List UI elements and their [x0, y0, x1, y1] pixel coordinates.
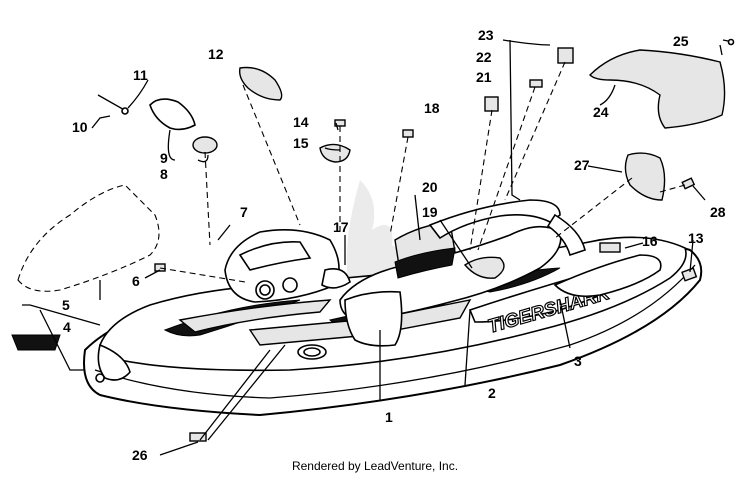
callout-12: 12 [208, 46, 224, 62]
callout-2: 2 [488, 385, 496, 401]
callout-14: 14 [293, 114, 309, 130]
part-23-decal [557, 47, 574, 64]
leader-lines [22, 39, 723, 456]
callout-18: 18 [424, 100, 440, 116]
watermark-logo [346, 180, 404, 290]
callout-15: 15 [293, 135, 309, 151]
callout-17: 17 [333, 219, 349, 235]
callout-9: 9 [160, 150, 168, 166]
part-26-decal [189, 432, 207, 442]
callout-11: 11 [133, 67, 148, 83]
part-28-decal [681, 177, 696, 190]
callout-labels: 1 2 3 4 5 6 7 8 9 10 11 12 13 14 15 16 1… [62, 27, 726, 463]
part-13-decal [681, 267, 698, 282]
part-15-decal [319, 143, 351, 163]
callout-16: 16 [642, 233, 658, 249]
callout-28: 28 [710, 204, 726, 220]
callout-26: 26 [132, 447, 148, 463]
callout-25: 25 [673, 33, 689, 49]
callout-27: 27 [574, 157, 590, 173]
part-24-rear-cover [589, 49, 726, 129]
part-18-decal [402, 129, 414, 138]
callout-13: 13 [688, 230, 704, 246]
callout-21: 21 [476, 69, 492, 85]
callout-20: 20 [422, 179, 438, 195]
callout-3: 3 [574, 353, 582, 369]
callout-19: 19 [422, 204, 438, 220]
handlebar-cowl [224, 228, 351, 303]
part-27-deflector [624, 152, 666, 201]
seat-assembly [339, 199, 662, 347]
part-22-decal [529, 79, 543, 88]
callout-23: 23 [478, 27, 494, 43]
callout-5: 5 [62, 297, 70, 313]
callout-7: 7 [240, 204, 248, 220]
part-4-emblem [11, 334, 61, 351]
callout-6: 6 [132, 273, 140, 289]
part-8-mirror-base [192, 136, 218, 154]
footer-credit: Rendered by LeadVenture, Inc. [292, 459, 458, 473]
part-16-decal [599, 242, 621, 253]
part-12-decal [238, 66, 283, 101]
callout-10: 10 [72, 119, 88, 135]
callout-1: 1 [385, 409, 393, 425]
part-5-windshield [17, 184, 160, 292]
part-6-decal [154, 263, 166, 272]
callout-24: 24 [593, 104, 609, 120]
part-9-mirror [149, 98, 196, 131]
callout-22: 22 [476, 49, 492, 65]
callout-4: 4 [63, 319, 71, 335]
callout-8: 8 [160, 166, 168, 182]
part-21-decal [484, 96, 499, 112]
